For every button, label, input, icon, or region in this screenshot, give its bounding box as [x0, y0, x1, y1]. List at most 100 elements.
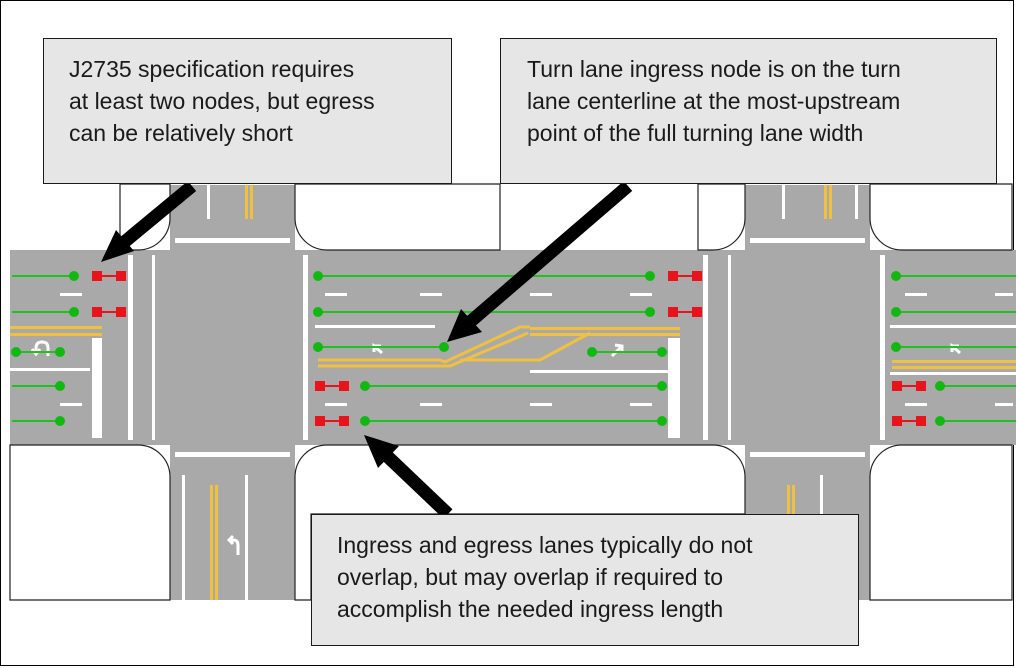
node	[313, 342, 323, 352]
dash	[630, 293, 652, 296]
u-turn-arrow-icon	[30, 340, 50, 357]
cross-lane-line	[782, 185, 785, 219]
cross-lane-line	[207, 185, 210, 219]
node	[313, 307, 323, 317]
center-line	[792, 485, 795, 515]
node	[645, 271, 655, 281]
center-line	[824, 185, 827, 219]
stop-marker	[892, 381, 926, 391]
stop-marker	[668, 271, 702, 281]
curb-corners	[9, 183, 1013, 601]
pavement-arrows	[30, 340, 961, 555]
corner-7	[869, 444, 1013, 601]
node	[657, 416, 667, 426]
dash	[530, 293, 552, 296]
node	[55, 416, 65, 426]
lane-edge	[315, 325, 435, 328]
center-line	[530, 333, 680, 336]
node	[657, 381, 667, 391]
corner-5	[9, 444, 171, 601]
taper-outer	[318, 325, 530, 364]
corner-4	[869, 183, 1013, 251]
callout-text-line: lane centerline at the most-upstream	[527, 88, 901, 114]
node	[935, 416, 945, 426]
node	[55, 381, 65, 391]
stop-marker	[315, 416, 349, 426]
turn-lane-taper	[318, 325, 591, 368]
node	[587, 347, 597, 357]
lane-edge	[890, 372, 1016, 375]
center-line	[829, 185, 832, 219]
stop-bar	[750, 238, 865, 243]
node	[645, 307, 655, 317]
center-line	[10, 333, 102, 336]
median-nose	[668, 338, 680, 438]
callout-turn-lane-node: Turn lane ingress node is on the turn la…	[500, 38, 997, 184]
corner-3	[697, 183, 746, 251]
center-line	[787, 485, 790, 515]
lane-node-lines	[12, 275, 1016, 422]
dash	[905, 293, 927, 296]
stop-bar	[880, 255, 885, 440]
dash	[325, 293, 347, 296]
cross-lane-line	[820, 475, 823, 515]
callout-text-line: accomplish the needed ingress length	[337, 596, 724, 622]
center-line	[530, 327, 680, 330]
stop-bar	[128, 255, 133, 440]
stop-marker	[92, 271, 126, 281]
dash	[60, 293, 82, 296]
callout-text-line: overlap, but may overlap if required to	[337, 564, 724, 590]
stop-marker	[315, 381, 349, 391]
center-line	[250, 185, 253, 219]
dash	[630, 403, 652, 406]
dash	[995, 293, 1013, 296]
pointer-arrow-egress	[101, 180, 197, 262]
dash	[420, 403, 442, 406]
center-line	[892, 366, 1016, 369]
callout-egress-nodes: J2735 specification requires at least tw…	[43, 38, 452, 184]
dash	[995, 403, 1013, 406]
pointer-arrows	[101, 180, 633, 519]
stop-markers	[92, 271, 926, 426]
dash	[60, 403, 82, 406]
stop-bar	[175, 238, 290, 243]
stop-bar	[175, 452, 290, 457]
center-line	[215, 485, 218, 600]
pointer-arrow-turn-lane	[447, 181, 633, 342]
west-cross-street	[170, 185, 295, 600]
node	[891, 307, 901, 317]
stop-bars	[128, 238, 885, 457]
callout-text-line: point of the full turning lane width	[527, 120, 864, 146]
callout-text-line: at least two nodes, but egress	[69, 88, 375, 114]
center-line	[245, 185, 248, 219]
lane-edge	[10, 368, 90, 371]
lane-edge	[890, 325, 1016, 328]
lane-nodes	[11, 271, 945, 426]
node	[11, 347, 21, 357]
lane-edge	[530, 370, 680, 373]
stop-marker	[668, 307, 702, 317]
stop-bar	[750, 452, 865, 457]
dash	[905, 403, 927, 406]
callout-text-line: Ingress and egress lanes typically do no…	[337, 532, 753, 558]
callout-text-line: Turn lane ingress node is on the turn	[527, 56, 901, 82]
dash	[325, 403, 347, 406]
node	[891, 271, 901, 281]
center-line	[10, 326, 102, 329]
cross-lane-line	[855, 185, 858, 219]
pointer-arrow-overlap	[364, 435, 453, 519]
median-nose	[92, 338, 102, 438]
center-line	[892, 360, 1016, 363]
center-lines	[10, 185, 1016, 600]
stop-bar	[703, 255, 708, 440]
cross-lane-line	[182, 475, 185, 600]
node	[935, 381, 945, 391]
node	[439, 342, 449, 352]
node	[313, 271, 323, 281]
stop-marker	[92, 307, 126, 317]
taper-inner	[318, 331, 529, 368]
taper-hatch	[460, 331, 591, 362]
left-turn-arrow-icon	[226, 534, 240, 555]
center-line	[210, 485, 213, 600]
stop-bar	[303, 255, 308, 440]
